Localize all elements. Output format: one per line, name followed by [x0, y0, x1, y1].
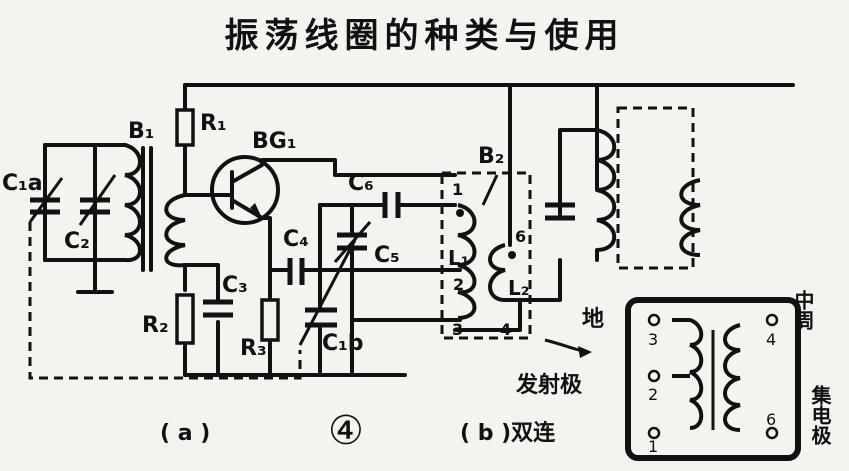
pinout-num-1: 1: [648, 437, 658, 456]
label-c5: C₅: [374, 243, 400, 268]
arrow-head: [578, 346, 592, 358]
caption-a: ( a ): [160, 421, 210, 446]
label-c4: C₄: [283, 227, 309, 252]
pinout-if-label: 中周: [791, 289, 815, 331]
capacitor-c1b: [298, 239, 357, 346]
coil-b1-secondary: [164, 193, 186, 268]
label-r3: R₃: [240, 336, 267, 361]
emitter-wire: [260, 216, 272, 272]
pinout-ground-label: 地: [582, 307, 604, 332]
pinout-coil-right: [723, 323, 741, 432]
coil-if-secondary: [679, 178, 701, 257]
label-c1b: C₁b: [322, 331, 364, 356]
pinout-pin-4: [765, 313, 779, 327]
b2-pin-3: 3: [452, 320, 463, 339]
pinout-num-6: 6: [766, 410, 776, 429]
coil-if-primary: [596, 128, 617, 252]
b2-shield-box: [440, 171, 532, 340]
label-b2: B₂: [478, 144, 504, 169]
c3-wire: [183, 263, 220, 377]
if-feed-wire: [508, 128, 599, 302]
figure-number: ④: [328, 408, 364, 454]
page-title: 振荡线圈的种类与使用: [224, 16, 625, 56]
collector-wire: [260, 158, 457, 177]
label-c2: C₂: [64, 229, 90, 254]
pinout-num-3: 3: [648, 330, 658, 349]
b2-pin-1: 1: [452, 180, 463, 199]
b2-pin-2: 2: [453, 275, 464, 294]
b2-dot-1: [456, 209, 464, 217]
capacitor-c1a: [28, 168, 64, 262]
coil-l1: [457, 203, 477, 320]
pinout-num-2: 2: [648, 385, 658, 404]
label-r2: R₂: [142, 313, 169, 338]
caption-b: ( b )双连: [460, 420, 556, 446]
resistor-r2: [175, 293, 195, 345]
label-c3: C₃: [222, 273, 248, 298]
label-l2: L₂: [508, 276, 530, 300]
gang-link-dashed: [28, 222, 302, 380]
capacitor-c3: [203, 299, 233, 318]
pinout-pin-6: [765, 426, 779, 440]
pinout-pin-3: [647, 313, 661, 327]
coil-b1-primary: [124, 143, 142, 263]
capacitor-c6: [382, 192, 401, 218]
capacitor-c4: [287, 258, 305, 285]
pinout-emitter-label: 发射极: [515, 372, 583, 398]
label-b1: B₁: [128, 119, 154, 144]
label-c1a: C₁a: [2, 171, 43, 196]
pinout-collector-label: 集电极: [808, 384, 832, 446]
b2-slug: [481, 174, 499, 206]
transistor-bg1: [210, 155, 280, 225]
label-l1: L₁: [448, 246, 470, 270]
b2-pin-6: 6: [515, 227, 526, 246]
capacitor-c2: [78, 174, 117, 226]
resistor-r3: [260, 298, 280, 342]
capacitor-if: [545, 202, 575, 221]
core-b1: [141, 146, 153, 272]
pinout-pin-2: [647, 369, 661, 383]
b2-pin-4: 4: [500, 320, 511, 339]
pinout-pin-1: [647, 426, 661, 440]
pinout-coil-left: [672, 318, 704, 430]
b2-dot-2: [508, 251, 516, 259]
label-r1: R₁: [200, 111, 227, 136]
if-shield-box: [616, 106, 695, 270]
coil-l2: [488, 243, 506, 302]
label-bg1: BG₁: [252, 129, 296, 154]
resistor-r1: [175, 108, 195, 147]
label-c6: C₆: [348, 171, 374, 196]
pinout-num-4: 4: [766, 330, 776, 349]
